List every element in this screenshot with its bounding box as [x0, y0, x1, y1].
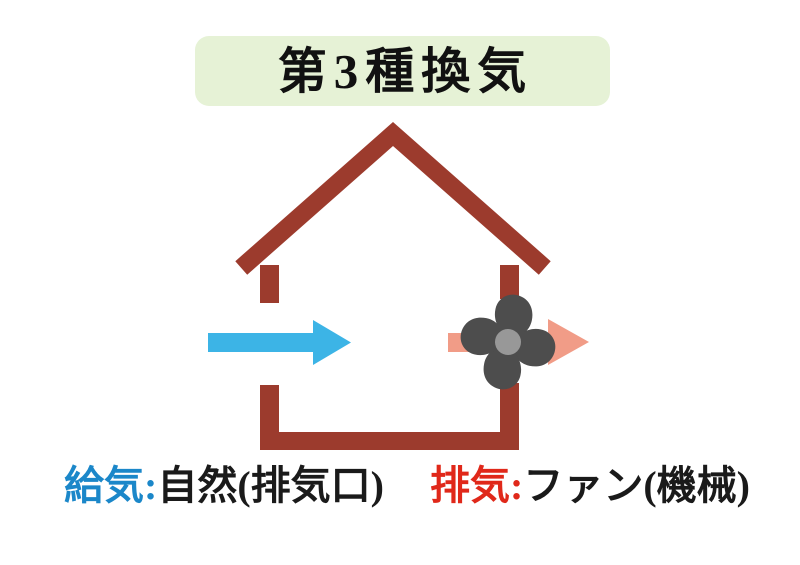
- legend-supply: 給気:自然(排気口): [64, 459, 384, 513]
- legend-supply-label: 給気:: [64, 463, 158, 508]
- supply-air-arrow-icon: [208, 320, 351, 365]
- page-title: 第3種換気: [277, 43, 534, 99]
- house-floor: [260, 432, 519, 450]
- title-banner: 第3種換気: [195, 36, 610, 106]
- left-wall-upper: [260, 265, 279, 303]
- fan-icon: [460, 294, 556, 390]
- fan-blades: [460, 294, 556, 390]
- legend-exhaust: 排気:ファン(機械): [430, 459, 750, 513]
- house-roof: [235, 121, 551, 275]
- legend-exhaust-label: 排気:: [430, 463, 524, 508]
- right-wall-upper: [500, 265, 519, 299]
- legend-supply-value: 自然(排気口): [157, 463, 384, 508]
- legend-exhaust-value: ファン(機械): [523, 463, 750, 508]
- fan-hub: [495, 329, 521, 355]
